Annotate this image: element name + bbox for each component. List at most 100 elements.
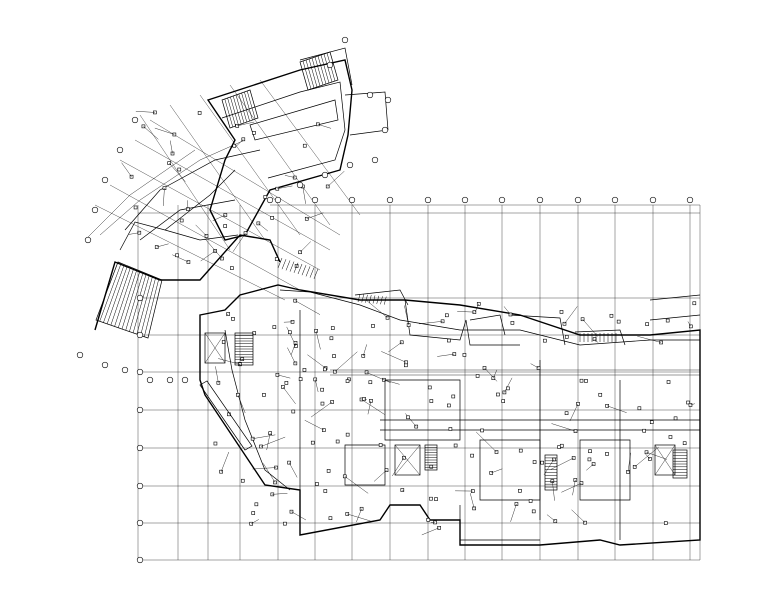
wire-line: [237, 394, 246, 414]
wire-line: [237, 121, 255, 127]
fixture-marker: [254, 502, 259, 507]
fixture-marker: [448, 427, 453, 431]
fixture-marker: [532, 460, 537, 464]
fixture-marker: [663, 521, 668, 525]
fixture-marker: [605, 452, 609, 456]
wire-line: [156, 243, 169, 248]
grid-bubble: [611, 196, 619, 204]
grid-bubble: [341, 36, 349, 44]
grid-bubble: [686, 196, 694, 204]
fixture-marker: [298, 377, 303, 381]
grid-bubble: [649, 196, 657, 204]
fixture-marker: [506, 386, 510, 391]
wire-line: [169, 162, 186, 182]
fixture-marker: [686, 400, 690, 405]
wire-line: [402, 489, 404, 492]
wire-line: [172, 254, 189, 263]
wire-line: [470, 493, 475, 509]
wire-line: [304, 420, 324, 431]
wire-line: [607, 405, 627, 413]
wire-line: [288, 462, 298, 478]
wire-line: [356, 508, 362, 523]
grid-bubble: [166, 376, 174, 384]
fixture-marker: [240, 478, 245, 483]
wire-line: [646, 452, 667, 460]
fixture-marker: [579, 378, 584, 383]
fixture-marker: [501, 399, 505, 403]
wire-line: [504, 377, 513, 393]
grid-bubble: [136, 519, 144, 527]
wire-line: [252, 467, 277, 470]
wire-line: [163, 188, 165, 206]
stair-icon: [221, 89, 259, 129]
grid-line: [259, 79, 361, 216]
grid-bubble: [386, 196, 394, 204]
wire-line: [569, 403, 579, 422]
grid-bubbles: [76, 36, 694, 564]
wire-line: [212, 214, 226, 221]
wire-line: [327, 171, 345, 187]
wire-line: [627, 452, 631, 472]
fixture-marker: [231, 317, 235, 321]
grid-bubble: [131, 116, 139, 124]
wire-line: [582, 319, 598, 337]
grid-bubble: [371, 156, 379, 164]
elevator-icon: [204, 332, 226, 364]
wire-line: [594, 338, 599, 343]
wire-line: [493, 369, 497, 379]
fixture-marker: [335, 439, 340, 444]
grid-bubble: [381, 126, 389, 134]
grid-bubble: [101, 361, 109, 369]
grid-line: [169, 104, 266, 241]
fixture-marker: [540, 460, 544, 465]
fixture-marker: [332, 354, 336, 358]
wire-line: [475, 303, 479, 312]
fixture-marker: [665, 318, 670, 323]
fixture-marker: [682, 441, 687, 446]
wire-line: [272, 493, 288, 495]
wire-line: [421, 527, 440, 536]
fixture-marker: [475, 374, 480, 378]
fixture-marker: [323, 367, 327, 372]
grid-bubble: [461, 196, 469, 204]
wire-line: [571, 509, 586, 523]
wire-line: [291, 511, 307, 521]
grid-line: [94, 204, 286, 301]
fixture-marker: [426, 518, 431, 522]
grid-bubble: [296, 181, 304, 189]
fixture-marker: [531, 509, 536, 514]
wire-line: [310, 401, 333, 418]
fixture-marker: [668, 435, 673, 439]
grid-bubble: [274, 196, 282, 204]
wire-line: [392, 457, 405, 477]
grid-bubble: [84, 236, 92, 244]
grid-bubble: [181, 376, 189, 384]
fixture-marker: [177, 167, 182, 172]
grid-bubble: [498, 196, 506, 204]
wire-line: [260, 436, 286, 447]
grid-bubble: [574, 196, 582, 204]
fixture-marker: [462, 353, 467, 357]
upper-wing: [206, 47, 389, 241]
fixture-marker: [642, 428, 646, 433]
wire-line: [282, 386, 296, 404]
wire-line: [344, 476, 369, 494]
stair-icon: [424, 444, 438, 471]
wire-line: [200, 250, 216, 262]
fixture-marker: [564, 411, 569, 415]
fixture-marker: [320, 401, 325, 406]
wire-line: [299, 241, 311, 253]
wire-line: [361, 399, 385, 415]
fixture-marker: [197, 111, 202, 115]
elevator-icon: [394, 444, 421, 476]
wire-line: [366, 300, 388, 318]
fixture-marker: [692, 301, 697, 306]
grid-bubble: [136, 556, 144, 564]
fixture-marker: [429, 496, 433, 501]
fixture-marker: [447, 403, 451, 408]
fixture-marker: [406, 415, 410, 420]
ramp: [199, 380, 253, 451]
grid-bubble: [366, 91, 374, 99]
wire-line: [307, 354, 326, 369]
wire-line: [306, 212, 324, 219]
